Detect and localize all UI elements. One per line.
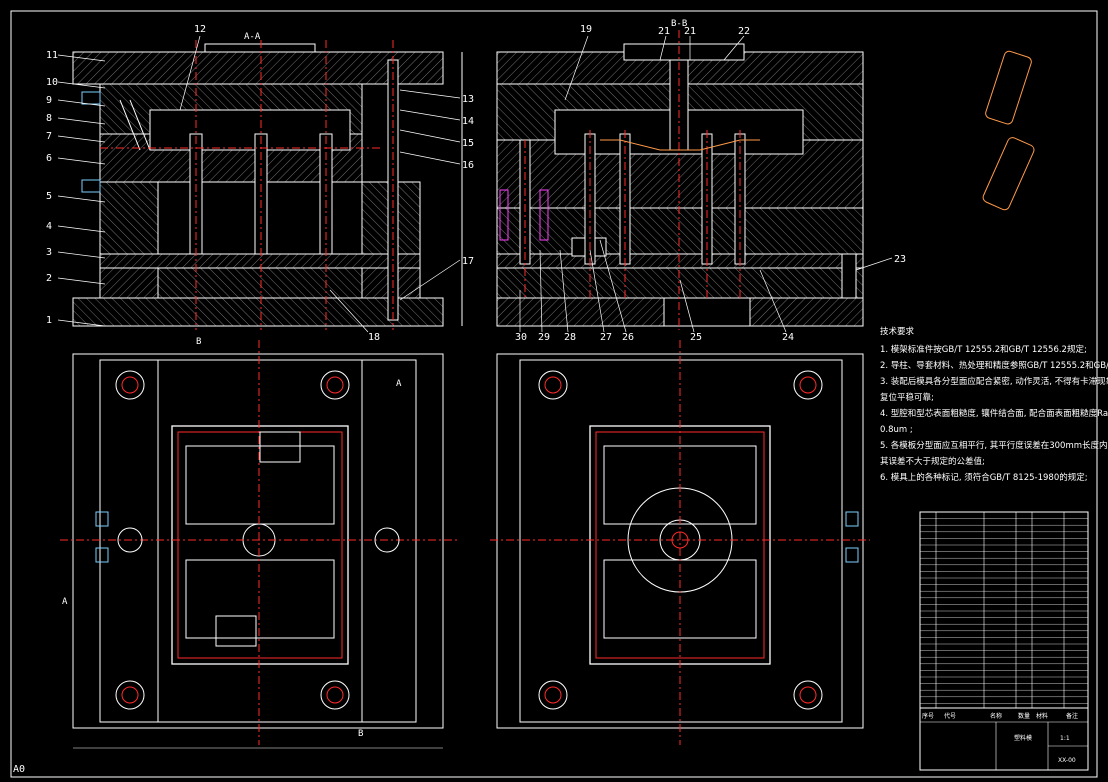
product-part-sketch — [982, 50, 1035, 211]
callout-leader — [57, 319, 106, 327]
callout-leader — [57, 277, 106, 285]
callout-label: 6 — [46, 153, 52, 164]
note-line: 2. 导柱、导套材料、热处理和精度参照GB/T 12555.2和GB/T 125… — [880, 360, 1108, 371]
callout-leader — [589, 249, 605, 333]
callout-leader — [57, 251, 106, 259]
callout-leader — [855, 257, 893, 271]
callout-leader — [399, 151, 461, 165]
view-mark-a-left: A — [62, 597, 68, 607]
plan-view-fixed-half — [490, 340, 870, 745]
callout-label: 4 — [46, 221, 52, 232]
note-line: 其误差不大于规定的公差值; — [880, 456, 985, 467]
callout-label: 25 — [690, 332, 702, 343]
callout-leader — [539, 249, 543, 333]
parts-list-rows — [920, 518, 1088, 704]
callout-label: 30 — [515, 332, 527, 343]
callout-label: 2 — [46, 273, 52, 284]
callout-label: 11 — [46, 50, 58, 61]
section-title-aa: A-A — [244, 32, 261, 42]
callout-leader — [399, 89, 461, 99]
callout-label: 5 — [46, 191, 52, 202]
title-block-header: 代号 — [944, 712, 956, 720]
callout-leader — [57, 81, 106, 89]
title-block-header: 名称 — [990, 712, 1002, 720]
callout-leader — [57, 117, 106, 125]
callout-leader — [599, 239, 627, 333]
view-mark-b-top: B — [196, 337, 201, 347]
plan-view-moving-half — [60, 340, 460, 749]
callout-label: 7 — [46, 131, 52, 142]
callout-label: 27 — [600, 332, 612, 343]
callout-label: 10 — [46, 77, 58, 88]
note-line: 0.8um ; — [880, 425, 913, 435]
callout-label: 21 — [684, 26, 696, 37]
title-block-header: 序号 — [922, 712, 934, 720]
title-block-header: 数量 — [1018, 712, 1030, 720]
callout-leader — [329, 289, 369, 333]
callout-label: 9 — [46, 95, 52, 106]
note-line: 6. 模具上的各种标记, 须符合GB/T 8125-1980的规定; — [880, 472, 1088, 483]
parts-list-table — [919, 511, 1089, 771]
callout-label: 13 — [462, 94, 474, 105]
callout-label: 17 — [462, 256, 474, 267]
callout-leader — [179, 35, 201, 111]
callout-leader — [57, 54, 106, 62]
callout-leader — [57, 157, 106, 165]
callout-leader — [399, 109, 461, 121]
note-line: 4. 型腔和型芯表面粗糙度, 镶件结合面, 配合面表面粗糙度Ra值不大于 — [880, 408, 1108, 419]
callout-leader — [679, 279, 695, 333]
callout-label: 18 — [368, 332, 380, 343]
callout-label: 24 — [782, 332, 794, 343]
section-view-aa — [72, 40, 463, 330]
view-mark-a-top: A — [396, 379, 402, 389]
notes-title: 技术要求 — [880, 326, 915, 337]
note-line: 复位平稳可靠; — [880, 392, 934, 403]
note-line: 5. 各模板分型面应互相平行, 其平行度误差在300mm长度内不大于0.02mm… — [880, 440, 1108, 451]
callout-label: 3 — [46, 247, 52, 258]
callout-leader — [723, 35, 745, 61]
callout-leader — [564, 35, 589, 101]
note-line: 1. 模架标准件按GB/T 12555.2和GB/T 12556.2规定; — [880, 344, 1087, 355]
title-block-headers: 序号 代号 名称 数量材料 备注 — [922, 712, 1078, 720]
callout-leader — [659, 35, 667, 61]
callout-label: 15 — [462, 138, 474, 149]
callout-leader — [57, 195, 106, 203]
callout-leader — [759, 269, 787, 333]
title-block-scale: 1:1 — [1060, 735, 1070, 742]
callout-leader — [559, 249, 569, 333]
view-mark-b-bottom: B — [358, 729, 363, 739]
outer-frame — [10, 10, 1098, 778]
callout-label: 29 — [538, 332, 550, 343]
callout-leader — [57, 135, 106, 143]
callout-label: 14 — [462, 116, 474, 127]
callout-label: 8 — [46, 113, 52, 124]
callout-label: 28 — [564, 332, 576, 343]
callout-leader — [57, 99, 106, 107]
technical-notes: 1. 模架标准件按GB/T 12555.2和GB/T 12556.2规定; 2. … — [880, 344, 1108, 483]
callout-label: 26 — [622, 332, 634, 343]
sheet-size-label: A0 — [13, 764, 25, 775]
title-block-header: 材料 — [1036, 712, 1048, 720]
title-block-drawing-no: XX-00 — [1058, 757, 1076, 764]
callout-label: 1 — [46, 315, 52, 326]
callout-leader — [399, 259, 461, 301]
note-line: 3. 装配后模具各分型面应配合紧密, 动作灵活, 不得有卡滞现象, 顶出机构 — [880, 376, 1108, 387]
callout-label: 22 — [738, 26, 750, 37]
callout-leader — [399, 129, 461, 143]
callout-leader — [57, 225, 106, 233]
section-view-bb — [496, 30, 864, 330]
callout-label: 21 — [658, 26, 670, 37]
section-title-bb: B-B — [671, 19, 687, 29]
callout-label: 16 — [462, 160, 474, 171]
title-block-header: 备注 — [1066, 712, 1078, 720]
callout-label: 23 — [894, 254, 906, 265]
callout-label: 12 — [194, 24, 206, 35]
callout-label: 19 — [580, 24, 592, 35]
title-block-drawing-name: 塑料模 — [1014, 734, 1032, 742]
